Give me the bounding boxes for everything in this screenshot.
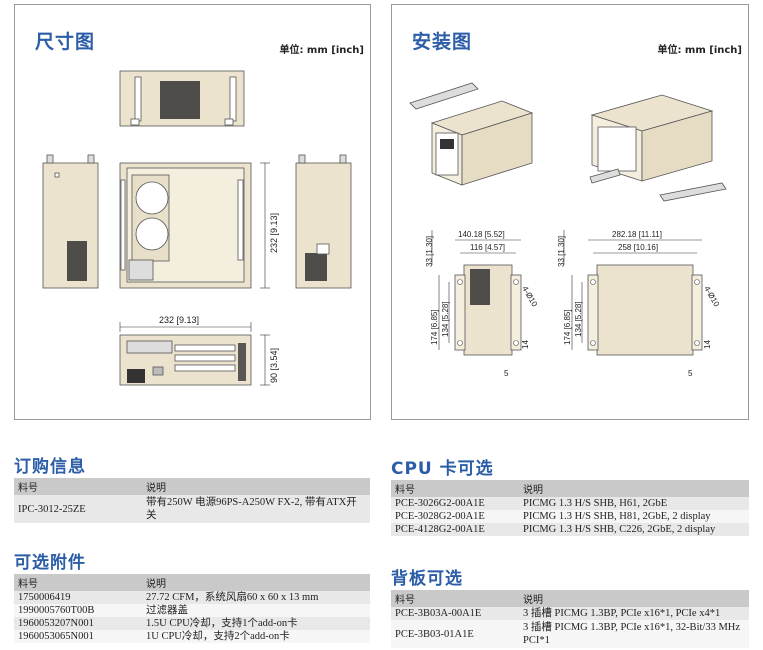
accessories-table: 料号 说明 1750006419 27.72 CFM，系统风扇60 x 60 x…: [14, 574, 370, 643]
dimensions-panel: 尺寸图 单位: mm [inch]: [14, 4, 371, 420]
accessory-pn: 1960053207N001: [14, 617, 142, 630]
accessory-pn: 1990005760T00B: [14, 604, 142, 617]
accessories-header-row: 料号 说明: [14, 574, 370, 591]
top-view: [119, 70, 245, 127]
ordering-desc: 带有250W 电源96PS-A250W FX-2, 带有ATX开关: [142, 495, 370, 523]
dimensions-unit: 单位: mm [inch]: [279, 45, 364, 56]
backplanes-header-desc: 说明: [519, 590, 749, 607]
table-row: 1960053207N001 1.5U CPU冷却，支持1个add-on卡: [14, 617, 370, 630]
accessories-header-pn: 料号: [14, 574, 142, 591]
table-row: PCE-3026G2-00A1E PICMG 1.3 H/S SHB, H61,…: [391, 497, 749, 510]
backplane-pn: PCE-3B03-01A1E: [391, 620, 519, 648]
rear-depth-label: 90 [3.54]: [269, 348, 279, 383]
table-row: IPC-3012-25ZE 带有250W 电源96PS-A250W FX-2, …: [14, 495, 370, 523]
accessory-desc: 1.5U CPU冷却，支持1个add-on卡: [142, 617, 370, 630]
accessories-header-desc: 说明: [142, 574, 370, 591]
left-height-inner: 134 [5.28]: [441, 301, 450, 337]
cpu-card-pn: PCE-4128G2-00A1E: [391, 523, 519, 536]
cpu-cards-header-row: 料号 说明: [391, 480, 749, 497]
cpu-cards-header-desc: 说明: [519, 480, 749, 497]
cpu-cards-table: 料号 说明 PCE-3026G2-00A1E PICMG 1.3 H/S SHB…: [391, 480, 749, 536]
iso-view-floor-mount: [589, 94, 727, 202]
rear-width-label: 232 [9.13]: [159, 315, 199, 325]
right-inner-width: 258 [10.16]: [618, 243, 658, 252]
left-height-outer: 174 [6.85]: [430, 309, 439, 345]
cpu-card-desc: PICMG 1.3 H/S SHB, H61, 2GbE: [519, 497, 749, 510]
rear-view: [119, 334, 252, 386]
left-tab-bottom: 5: [504, 369, 509, 378]
ordering-header-row: 料号 说明: [14, 478, 370, 495]
table-row: 1960053065N001 1U CPU冷却，支持2个add-on卡: [14, 630, 370, 643]
left-outer-width: 140.18 [5.52]: [458, 230, 505, 239]
left-side-view: [42, 154, 99, 289]
table-row: 1750006419 27.72 CFM，系统风扇60 x 60 x 13 mm: [14, 591, 370, 604]
installation-panel: 安装图 单位: mm [inch]: [391, 4, 749, 420]
dimensions-title: 尺寸图: [35, 31, 96, 53]
table-row: PCE-3028G2-00A1E PICMG 1.3 H/S SHB, H81,…: [391, 510, 749, 523]
table-row: PCE-4128G2-00A1E PICMG 1.3 H/S SHB, C226…: [391, 523, 749, 536]
right-side-view: [295, 154, 352, 289]
backplane-pn: PCE-3B03A-00A1E: [391, 607, 519, 620]
front-view: [119, 162, 252, 289]
installation-title: 安装图: [412, 31, 473, 53]
backplanes-header-pn: 料号: [391, 590, 519, 607]
left-mount-drawing: [431, 230, 522, 356]
iso-view-wall-mount: [409, 82, 534, 186]
left-hole-label: 4-Ø10: [520, 285, 539, 309]
backplanes-title: 背板可选: [391, 569, 463, 589]
table-row: PCE-3B03A-00A1E 3 插槽 PICMG 1.3BP, PCIe x…: [391, 607, 749, 620]
right-tab-bottom: 5: [688, 369, 693, 378]
rear-depth-dimension: [260, 334, 270, 386]
ordering-table: 料号 说明 IPC-3012-25ZE 带有250W 电源96PS-A250W …: [14, 478, 370, 523]
backplane-desc: 3 插槽 PICMG 1.3BP, PCIe x16*1, PCIe x4*1: [519, 607, 749, 620]
left-tab-width: 14: [521, 340, 530, 349]
front-height-label: 232 [9.13]: [269, 213, 279, 253]
accessory-pn: 1750006419: [14, 591, 142, 604]
ordering-header-desc: 说明: [142, 478, 370, 495]
table-row: PCE-3B03-01A1E 3 插槽 PICMG 1.3BP, PCIe x1…: [391, 620, 749, 648]
right-height-inner: 134 [5.28]: [574, 301, 583, 337]
accessory-desc: 1U CPU冷却，支持2个add-on卡: [142, 630, 370, 643]
cpu-card-desc: PICMG 1.3 H/S SHB, H81, 2GbE, 2 display: [519, 510, 749, 523]
cpu-card-desc: PICMG 1.3 H/S SHB, C226, 2GbE, 2 display: [519, 523, 749, 536]
right-tab-width: 14: [703, 340, 712, 349]
backplane-desc: 3 插槽 PICMG 1.3BP, PCIe x16*1, 32-Bit/33 …: [519, 620, 749, 648]
right-height-outer: 174 [6.85]: [563, 309, 572, 345]
table-row: 1990005760T00B 过滤器盖: [14, 604, 370, 617]
right-mount-drawing: [563, 230, 703, 356]
rear-width-dimension: [119, 322, 252, 332]
accessory-pn: 1960053065N001: [14, 630, 142, 643]
ordering-header-pn: 料号: [14, 478, 142, 495]
right-outer-width: 282.18 [11.11]: [612, 230, 662, 239]
left-inner-width: 116 [4.57]: [470, 243, 505, 252]
cpu-cards-title: CPU 卡可选: [391, 459, 494, 479]
ordering-pn: IPC-3012-25ZE: [14, 495, 142, 523]
right-hole-label: 4-Ø10: [702, 285, 721, 309]
cpu-card-pn: PCE-3026G2-00A1E: [391, 497, 519, 510]
installation-unit: 单位: mm [inch]: [657, 45, 742, 56]
dimensions-drawing: 232 [9.13] 232 [9.13]: [42, 70, 352, 386]
cpu-cards-header-pn: 料号: [391, 480, 519, 497]
installation-drawing: 33 [1.30] 140.18 [5.52] 116 [4.57] 174 […: [409, 82, 727, 378]
accessory-desc: 过滤器盖: [142, 604, 370, 617]
left-top-offset: 33 [1.30]: [425, 236, 434, 267]
backplanes-table: 料号 说明 PCE-3B03A-00A1E 3 插槽 PICMG 1.3BP, …: [391, 590, 749, 648]
accessory-desc: 27.72 CFM，系统风扇60 x 60 x 13 mm: [142, 591, 370, 604]
backplanes-header-row: 料号 说明: [391, 590, 749, 607]
accessories-title: 可选附件: [14, 553, 86, 573]
front-height-dimension: [260, 162, 270, 289]
right-top-offset: 33 [1.30]: [557, 236, 566, 267]
ordering-title: 订购信息: [14, 457, 86, 477]
cpu-card-pn: PCE-3028G2-00A1E: [391, 510, 519, 523]
